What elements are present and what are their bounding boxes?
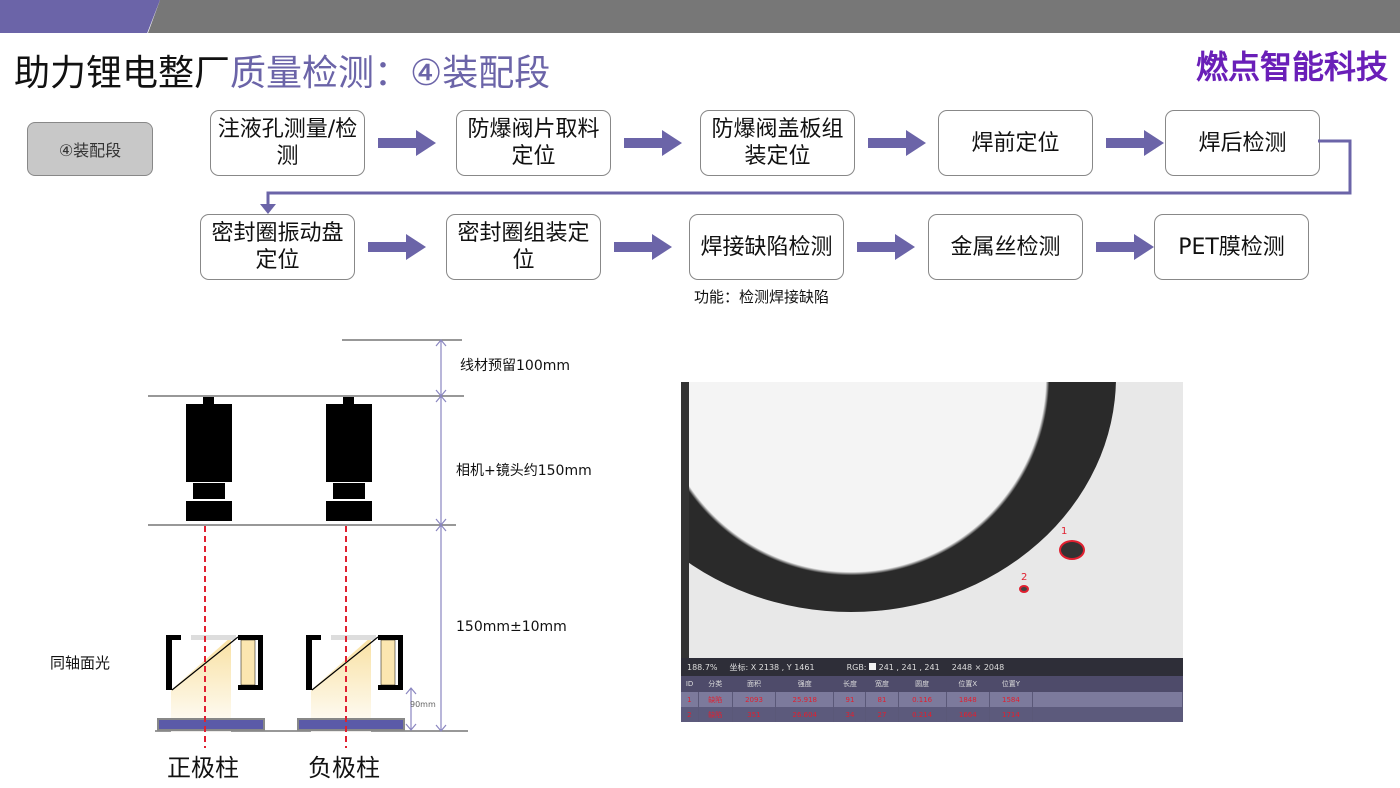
- cell-ring: [681, 382, 1116, 612]
- dim-distance: 150mm±10mm: [456, 619, 567, 635]
- top-bar-accent: [0, 0, 160, 33]
- column-header: 面积: [732, 676, 776, 692]
- column-header: ID: [681, 676, 699, 692]
- process-step: 金属丝检测: [928, 214, 1083, 280]
- column-header: 长度: [833, 676, 866, 692]
- column-header: 圆度: [898, 676, 947, 692]
- table-cell: 27: [865, 707, 899, 722]
- arrow-right-icon: [624, 130, 682, 160]
- column-header: 宽度: [865, 676, 899, 692]
- arrow-right-icon: [614, 234, 672, 264]
- title-main: 助力锂电整厂: [14, 53, 231, 94]
- rgb-value: 241 , 241 , 241: [878, 662, 940, 672]
- coordinate-readout: 坐标: X 2138 , Y 1461: [729, 662, 815, 672]
- image-size: 2448 × 2048: [951, 662, 1005, 672]
- process-step: 焊前定位: [938, 110, 1093, 176]
- defect-1-label: 1: [1061, 526, 1068, 537]
- table-cell: 缺陷: [698, 692, 733, 707]
- dim-camera: 相机+镜头约150mm: [456, 463, 592, 479]
- defect-1: [1059, 540, 1085, 560]
- table-cell: 91: [833, 692, 867, 707]
- table-cell: 34: [833, 707, 867, 722]
- light-label: 同轴面光: [50, 654, 111, 672]
- table-cell: 81: [865, 692, 899, 707]
- positive-terminal-label: 正极柱: [167, 754, 239, 782]
- process-step: 防爆阀片取料定位: [456, 110, 611, 176]
- page-title: 助力锂电整厂质量检测：④装配段: [14, 44, 550, 96]
- table-cell: 1: [681, 692, 699, 707]
- inspection-image: 1 2: [681, 382, 1183, 658]
- table-cell: 0.116: [898, 692, 947, 707]
- zoom-level: 188.7%: [687, 662, 718, 672]
- dim-light: 90mm: [410, 700, 436, 709]
- defect-2-label: 2: [1021, 572, 1028, 583]
- arrow-right-icon: [368, 234, 426, 264]
- process-step: 密封圈振动盘定位: [200, 214, 355, 280]
- column-header: 强度: [775, 676, 834, 692]
- table-cell: 2: [681, 707, 699, 722]
- column-header: 位置Y: [989, 676, 1033, 692]
- arrow-right-icon: [1106, 130, 1164, 160]
- table-cell: 缺陷: [698, 707, 733, 722]
- table-cell: 0.214: [898, 707, 947, 722]
- camera-setup-diagram: [148, 339, 468, 748]
- table-cell: 26.604: [775, 707, 835, 722]
- process-step: 焊后检测: [1165, 110, 1320, 176]
- table-cell: 351: [732, 707, 777, 722]
- stage-badge: ④装配段: [27, 122, 153, 176]
- rgb-label: RGB:: [846, 662, 867, 672]
- table-cell: 2093: [732, 692, 777, 707]
- arrow-right-icon: [378, 130, 436, 160]
- process-step: 注液孔测量/检测: [210, 110, 365, 176]
- process-step: 密封圈组装定位: [446, 214, 601, 280]
- arrow-right-icon: [868, 130, 926, 160]
- table-cell: 1664: [946, 707, 990, 722]
- process-step: 防爆阀盖板组装定位: [700, 110, 855, 176]
- title-sub: 质量检测：④装配段: [230, 53, 551, 94]
- table-cell: 1714: [989, 707, 1034, 722]
- process-step: PET膜检测: [1154, 214, 1309, 280]
- top-bar: [148, 0, 1400, 33]
- image-status-bar: 188.7% 坐标: X 2138 , Y 1461 RGB: 241 , 24…: [681, 658, 1183, 676]
- arrow-right-icon: [1096, 234, 1154, 264]
- table-cell: 25.918: [775, 692, 835, 707]
- column-header: 位置X: [946, 676, 990, 692]
- negative-terminal-label: 负极柱: [308, 754, 380, 782]
- arrow-right-icon: [857, 234, 915, 264]
- table-cell: 1584: [989, 692, 1034, 707]
- dim-wire: 线材预留100mm: [460, 358, 570, 374]
- column-header: 分类: [698, 676, 733, 692]
- defect-2: [1019, 585, 1029, 593]
- flow-connector: [260, 139, 1352, 214]
- brand-logo: 燃点智能科技: [1195, 48, 1388, 86]
- table-cell: 1848: [946, 692, 990, 707]
- process-step: 焊接缺陷检测: [689, 214, 844, 280]
- function-note: 功能：检测焊接缺陷: [694, 288, 830, 306]
